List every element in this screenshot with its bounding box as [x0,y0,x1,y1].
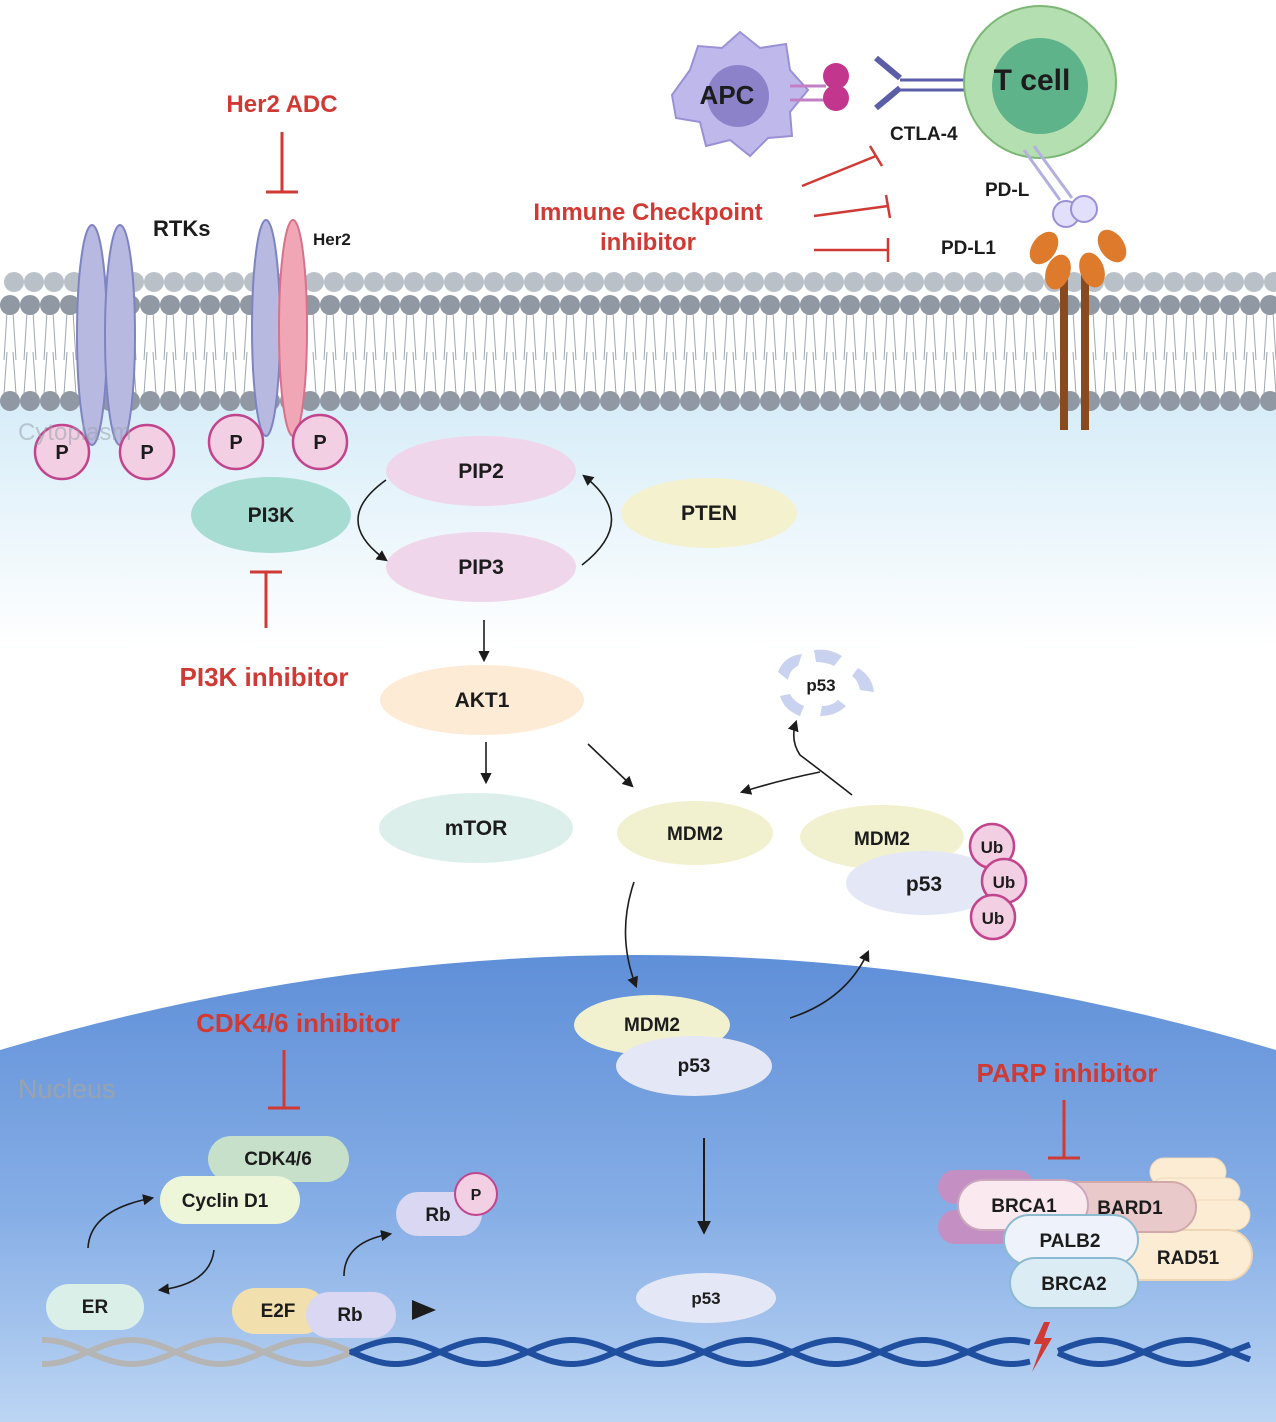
pip2-node-label: PIP2 [458,460,504,483]
cdk46-inhibitor-label: CDK4/6 inhibitor [196,1008,400,1038]
complex-degradation-arrow [787,719,853,796]
akt1-to-mdm2-arrow [587,743,634,788]
ctla4-label: CTLA-4 [890,124,958,145]
akt1-node [380,665,584,735]
mdm2-to-nucleus-arrow [624,881,638,989]
mdm2-ub-complex-mdm2-label: MDM2 [854,829,910,850]
nuclear-p53 [616,1036,772,1096]
mdm2-ub-complex-p53 [846,851,1002,915]
nuclear-mdm2-label: MDM2 [624,1015,680,1036]
dna-break-icon [1032,1322,1052,1372]
pi3k-inhibitor-label: PI3K inhibitor [180,662,349,692]
ubiquitin-label: Ub [982,909,1005,928]
her2-label: Her2 [313,230,351,249]
her2-adc-label: Her2 ADC [226,91,337,118]
t-cell-label: T cell [994,64,1071,97]
immune-checkpoint-inhibition [801,145,892,262]
cyclind1-node-label: Cyclin D1 [182,1191,269,1212]
parp-inhibition [1048,1100,1080,1160]
cdk46-node [208,1136,349,1182]
pip3-node [386,532,576,602]
apc-label: APC [700,80,755,110]
immune-checkpoint-label-line1: Immune Checkpoint [533,199,762,226]
nucleus-label: Nucleus [18,1074,116,1104]
transcription-arrow [412,1300,436,1320]
degraded-p53-label: p53 [806,676,835,695]
ubiquitin-label: Ub [993,873,1016,892]
dna-helix [42,1337,1252,1367]
rb-phospho-node-label: Rb [425,1205,450,1226]
rtks-label: RTKs [153,216,210,241]
cyclind1-to-er-arrow [157,1249,215,1295]
pi3k-inhibition [250,570,282,628]
rb-bound-node [306,1292,396,1338]
bard1-label: BARD1 [1097,1198,1163,1219]
immune-checkpoint-label-line2: inhibitor [600,229,696,256]
pdl1-label: PD-L1 [941,238,996,259]
mtor-node-label: mTOR [445,817,508,840]
ubiquitin-chain: Ub Ub Ub [968,822,1028,941]
pten-node [621,478,797,548]
pten-node-label: PTEN [681,502,737,525]
akt1-node-label: AKT1 [455,689,510,712]
rb-phospho-tag-label: P [471,1187,482,1204]
apc-cell [670,30,810,158]
parp-inhibitor-label: PARP inhibitor [976,1058,1157,1088]
rad51-label: RAD51 [1157,1248,1220,1269]
e2f-node-label: E2F [261,1301,296,1322]
her2-receptor [251,219,308,437]
degraded-p53 [778,649,874,716]
brca1-label: BRCA1 [991,1196,1057,1217]
complex-to-mdm2-arrow [739,771,821,795]
her2-adc-inhibition [266,132,298,194]
free-p53-label: p53 [691,1289,720,1308]
nuclear-complex-export-arrow [789,949,870,1019]
phospho-label: P [140,442,153,464]
cdk46-inhibition [268,1050,300,1110]
rb-bound-node-label: Rb [337,1305,362,1326]
phospho-label: P [229,432,242,454]
pdl-label: PD-L [985,180,1030,201]
mtor-node [379,793,573,863]
ctla4-receptor [874,55,970,111]
brca2-node [1009,1257,1139,1309]
mdm2-node-label: MDM2 [667,824,723,845]
rb-phosphorylation-arrow [343,1230,393,1277]
pi3k-node [191,477,351,553]
rb-phospho-tag [454,1172,498,1216]
pip2-to-pip3-arrow [357,479,388,562]
mdm2-node [617,801,773,865]
t-cell [963,5,1117,159]
cell-membrane [0,272,1276,411]
brca2-label: BRCA2 [1041,1274,1106,1295]
dna-repair-complex [938,1157,1253,1309]
phospho-label: P [55,442,68,464]
pdl1-receptor [1029,229,1127,430]
pdl-receptor [1022,145,1098,228]
pi3k-node-label: PI3K [248,504,295,527]
pip3-to-pip2-arrow [581,474,613,566]
cyclind1-node [160,1176,300,1224]
mdm2-ub-complex-p53-label: p53 [906,873,942,896]
er-to-cyclind1-arrow [87,1194,155,1249]
pip2-node [386,436,576,506]
phospho-label: P [313,432,326,454]
ubiquitin-label: Ub [981,838,1004,857]
pip3-node-label: PIP3 [458,556,504,579]
free-p53 [636,1273,776,1323]
er-node-label: ER [82,1297,109,1318]
cdk46-node-label: CDK4/6 [244,1149,312,1170]
phospho-group: P P P P [33,413,349,481]
apc-ligand [790,63,849,111]
nuclear-p53-label: p53 [678,1056,711,1077]
palb2-label: PALB2 [1040,1231,1101,1252]
e2f-node [232,1288,326,1334]
cytoplasm-label: Cytoplasm [18,419,131,446]
er-node [46,1284,144,1330]
